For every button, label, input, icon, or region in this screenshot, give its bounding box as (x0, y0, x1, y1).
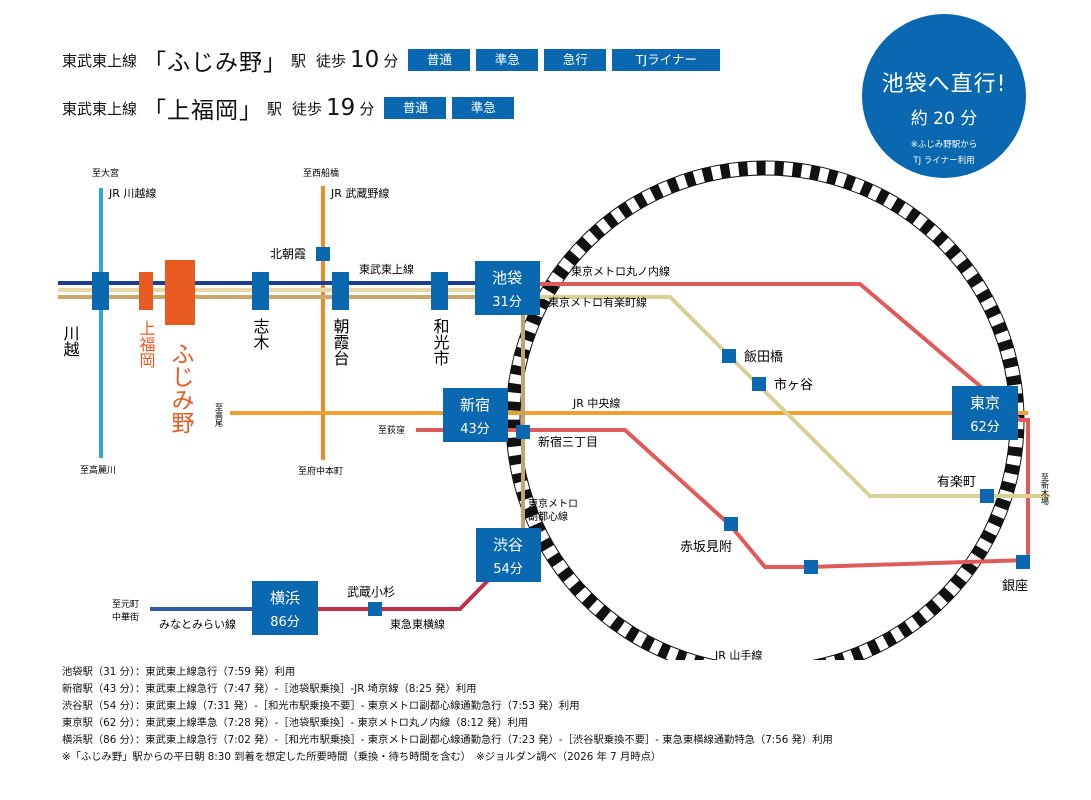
line-label-minatomirai: みなとみらい線 (159, 617, 236, 631)
line-label-chuo: JR 中央線 (572, 396, 620, 410)
footnote-line: 東京駅（62 分）：東武東上線準急（7:28 発）-［池袋駅乗換］- 東京メトロ… (62, 717, 529, 730)
station-marker-wako (431, 272, 448, 310)
station-marker-kasumigaseki (804, 560, 818, 574)
line-label-toyoko: 東急東横線 (390, 617, 445, 631)
direct-to-ikebukuro-badge: 池袋へ直行! 約 20 分 ※ふじみ野駅から TJ ライナー利用 (862, 14, 1026, 178)
station-marker-musashikosugi (368, 602, 382, 616)
station-name-kitaasaka: 北朝霞 (270, 247, 306, 261)
station-name-kamifukuoka: 上福岡 (137, 320, 156, 369)
badge-time: 約 20 分 (910, 109, 978, 129)
station-name: 「上福岡」 (143, 98, 264, 124)
footnotes: 池袋駅（31 分）：東武東上線急行（7:59 発）利用 新宿駅（43 分）：東武… (62, 664, 833, 767)
station-marker-kamifukuoka (139, 272, 153, 310)
station-marker-ginza (1016, 555, 1030, 569)
hub-time: 62分 (970, 420, 1000, 435)
line-label-fukutoshin: 東京メトロ (528, 497, 578, 510)
hub-tokyo: 東京 62分 (952, 386, 1018, 440)
station-name-shiki: 志木 (251, 318, 270, 350)
hub-shibuya: 渋谷 54分 (476, 528, 541, 582)
badge-note: ※ふじみ野駅から (910, 140, 978, 150)
line-name: 東武東上線 (62, 51, 138, 70)
train-type-tag: 普通 (384, 97, 447, 119)
station-name-akasaka: 赤坂見附 (680, 540, 732, 555)
route-map: 池袋 31分 新宿 43分 渋谷 54分 東京 62分 横浜 86分 川越 上福… (58, 160, 1050, 660)
badge-note: TJ ライナー利用 (913, 156, 975, 166)
hub-name: 渋谷 (493, 536, 523, 554)
line-label-jr-musashino: JR 武蔵野線 (330, 186, 389, 200)
station-name-wako: 和光市 (431, 318, 450, 366)
line-label-marunouchi: 東京メトロ丸ノ内線 (571, 264, 670, 278)
walk-minutes: 19 (326, 95, 356, 121)
hub-shinjuku: 新宿 43分 (443, 388, 508, 442)
station-marker-akasaka (724, 517, 738, 531)
station-name-asaka: 朝霞台 (331, 318, 350, 366)
eki-label: 駅 (267, 99, 283, 118)
train-type-tag: TJライナー (612, 49, 721, 71)
line-label-yamanote: JR 山手線 (714, 648, 762, 660)
walk-label: 徒歩 (316, 51, 347, 70)
footnote-line: 渋谷駅（54 分）：東武東上線（7:31 発）-［和光市駅乗換不要］- 東京メト… (62, 700, 580, 713)
line-label-tojo: 東武東上線 (359, 262, 414, 276)
hub-name: 横浜 (270, 589, 300, 607)
walk-minutes: 10 (350, 47, 380, 73)
marunouchi-line (416, 282, 1030, 569)
train-type-tag: 準急 (452, 97, 515, 119)
minutes-unit: 分 (359, 99, 375, 118)
station-name-kawagoe: 川越 (61, 325, 80, 357)
footnote-line: ※「ふじみ野」駅からの平日朝 8:30 到着を想定した所要時間（乗換・待ち時間を… (62, 751, 662, 764)
hub-ikebukuro: 池袋 31分 (475, 261, 540, 315)
hub-name: 東京 (970, 394, 1000, 412)
station-name-shinjuku3: 新宿三丁目 (538, 434, 598, 449)
eki-label: 駅 (291, 51, 307, 70)
walk-label: 徒歩 (292, 99, 323, 118)
station-marker-kawagoe (92, 272, 109, 310)
terminal-takao: 至高尾 (215, 403, 224, 428)
station-name-yurakucho: 有楽町 (937, 474, 976, 490)
hub-time: 31分 (492, 295, 522, 310)
minutes-unit: 分 (383, 51, 399, 70)
station-name: 「ふじみ野」 (143, 50, 288, 76)
line-label-yurakucho: 東京メトロ有楽町線 (548, 295, 647, 309)
access-row-fujimino: 東武東上線 「ふじみ野」 駅 徒歩 10 分 普通 準急 急行 TJライナー (62, 43, 726, 77)
footnote-line: 池袋駅（31 分）：東武東上線急行（7:59 発）利用 (62, 666, 296, 678)
hub-time: 86分 (270, 615, 300, 630)
hub-name: 池袋 (492, 269, 522, 287)
footnote-line: 新宿駅（43 分）：東武東上線急行（7:47 発）-［池袋駅乗換］-JR 埼京線… (62, 683, 477, 696)
train-type-tag: 急行 (544, 49, 607, 71)
terminal-motomachi: 中華街 (112, 611, 139, 623)
hub-time: 43分 (460, 422, 490, 437)
station-name-ichigaya: 市ヶ谷 (774, 377, 813, 393)
station-name-ginza: 銀座 (1002, 579, 1028, 594)
station-marker-iidabashi (722, 349, 736, 363)
terminal-shinkiba: 至新木場 (1041, 473, 1050, 506)
terminal-fuchu: 至府中本町 (298, 465, 343, 477)
line-label-fukutoshin: 副都心線 (528, 510, 568, 523)
train-type-tag: 普通 (408, 49, 471, 71)
badge-title: 池袋へ直行! (881, 72, 1007, 97)
access-row-kamifukuoka: 東武東上線 「上福岡」 駅 徒歩 19 分 普通 準急 (62, 91, 520, 125)
yurakucho-line (508, 295, 1050, 498)
terminal-takahagi: 至高麗川 (80, 464, 116, 476)
station-marker-yurakucho (980, 489, 994, 503)
hub-name: 新宿 (460, 396, 490, 414)
footnote-line: 横浜駅（86 分）：東武東上線急行（7:02 発）-［和光市駅乗換］- 東京メト… (62, 734, 833, 747)
line-name: 東武東上線 (62, 99, 138, 118)
hub-time: 54分 (493, 562, 523, 577)
terminal-motomachi: 至元町 (112, 599, 139, 610)
hub-yokohama: 横浜 86分 (252, 581, 318, 635)
train-type-tag: 準急 (476, 49, 539, 71)
terminal-ogikubo: 至荻窪 (378, 424, 405, 436)
station-marker-asaka (332, 272, 349, 310)
station-name-musashikosugi: 武蔵小杉 (347, 585, 395, 599)
station-marker-kitaasaka (316, 247, 330, 261)
terminal-omiya: 至大宮 (92, 167, 119, 179)
station-marker-shiki (252, 272, 269, 310)
terminal-nishifunabashi: 至西船橋 (303, 167, 339, 179)
station-marker-fujimino (165, 260, 195, 325)
station-name-fujimino: ふじみ野 (167, 342, 195, 434)
station-marker-shinjuku3 (516, 425, 530, 439)
station-name-iidabashi: 飯田橋 (744, 350, 783, 365)
station-marker-ichigaya (752, 377, 766, 391)
line-label-jr-kawagoe: JR 川越線 (108, 186, 156, 200)
